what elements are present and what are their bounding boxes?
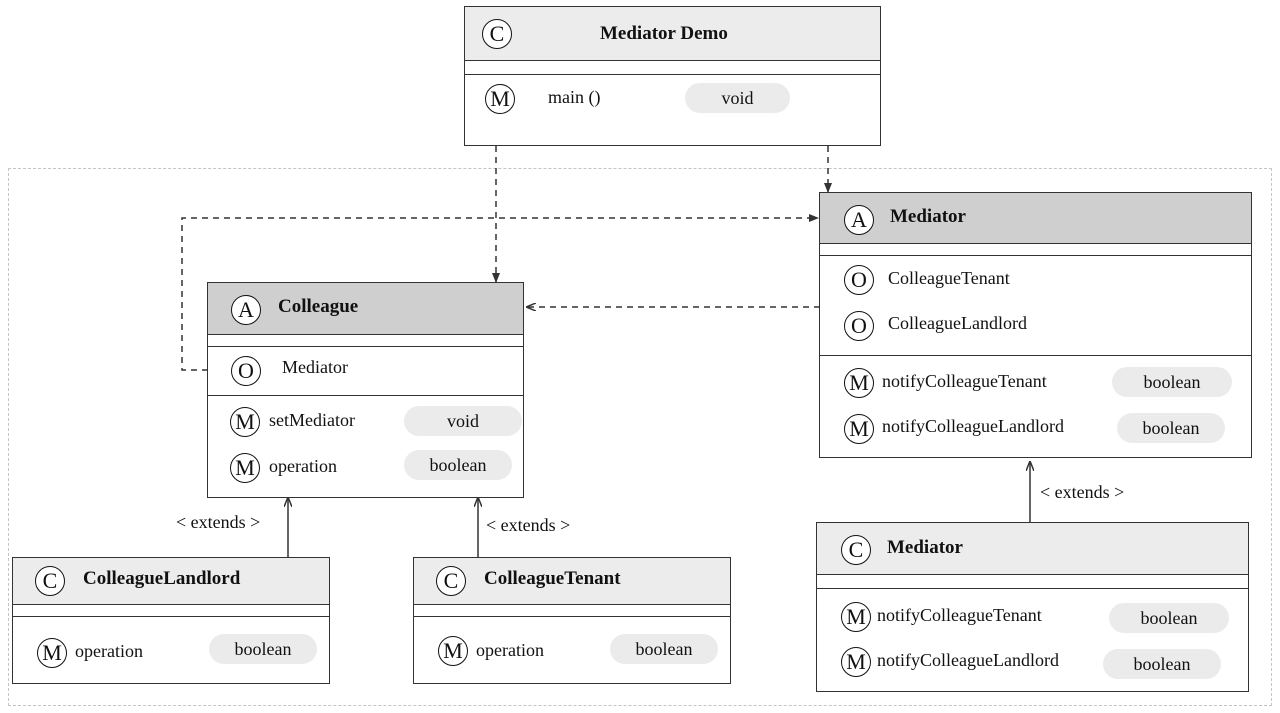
method-badge-icon: M [230,453,260,483]
method-type: boolean [1103,649,1221,679]
method-name: notifyColleagueTenant [877,605,1042,625]
method-type: boolean [610,634,718,664]
method-name: notifyColleagueLandlord [882,416,1064,436]
field-badge-icon: O [844,311,874,341]
class-badge-icon: C [841,535,871,565]
field-badge-icon: O [844,265,874,295]
class-name: Colleague [278,296,359,317]
field-name: ColleagueTenant [888,268,1010,288]
method-name: operation [476,640,544,660]
class-badge-icon: C [482,19,512,49]
method-type: void [404,406,522,436]
method-badge-icon: M [37,638,67,668]
class-header [820,193,1251,244]
class-colleague-tenant: C ColleagueTenant M operation boolean [413,557,731,684]
class-colleague-landlord: C ColleagueLandlord M operation boolean [12,557,330,684]
class-mediator-abstract: A Mediator O ColleagueTenant O Colleague… [819,192,1252,458]
method-badge-icon: M [230,407,260,437]
edge-colleague-to-mediator [181,214,819,371]
method-name: operation [269,456,337,476]
class-name: Mediator [887,537,963,558]
method-badge-icon: M [485,84,515,114]
method-type: boolean [1112,367,1232,397]
method-badge-icon: M [844,368,874,398]
method-type: void [685,83,790,113]
class-header [414,558,730,605]
method-name: notifyColleagueTenant [882,371,1047,391]
method-name: notifyColleagueLandlord [877,650,1059,670]
class-badge-icon: A [231,295,261,325]
class-mediator-demo: C Mediator Demo M main () void [464,6,881,146]
package-frame [8,168,1272,706]
method-type: boolean [404,450,512,480]
field-badge-icon: O [231,356,261,386]
method-badge-icon: M [438,636,468,666]
class-badge-icon: C [35,566,65,596]
class-name: ColleagueLandlord [83,568,241,589]
class-name: Mediator Demo [600,23,728,44]
method-badge-icon: M [844,414,874,444]
class-colleague: A Colleague O Mediator M setMediator voi… [207,282,524,498]
class-name: ColleagueTenant [484,568,621,589]
field-name: Mediator [282,357,348,377]
class-header [817,523,1248,575]
field-name: ColleagueLandlord [888,313,1027,333]
class-header [13,558,329,605]
extends-label: < extends > [486,515,571,535]
class-header [465,7,880,61]
extends-label: < extends > [176,512,261,532]
method-name: setMediator [269,410,355,430]
method-badge-icon: M [841,647,871,677]
class-badge-icon: C [436,566,466,596]
extends-label: < extends > [1040,482,1125,502]
class-mediator-concrete: C Mediator M notifyColleagueTenant boole… [816,522,1249,692]
method-name: main () [548,87,601,107]
class-name: Mediator [890,206,966,227]
method-type: boolean [1109,603,1229,633]
method-type: boolean [209,634,317,664]
method-badge-icon: M [841,602,871,632]
class-badge-icon: A [844,205,874,235]
method-type: boolean [1117,413,1225,443]
method-name: operation [75,641,143,661]
